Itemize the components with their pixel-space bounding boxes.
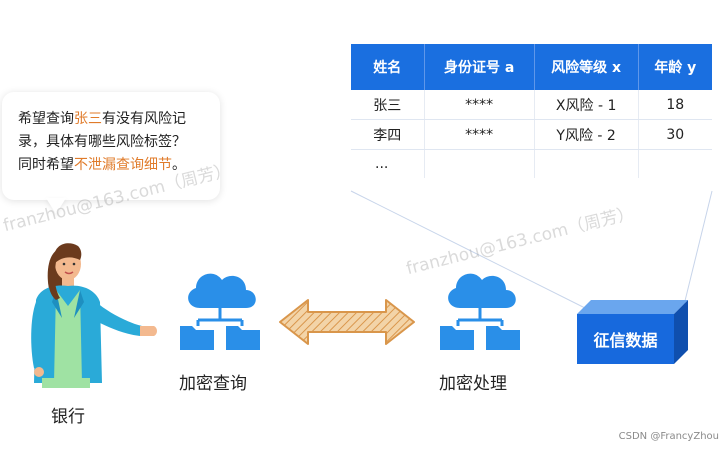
bubble-text: 希望查询 [18, 111, 74, 127]
table-row-more: ... [351, 149, 712, 178]
cloud-folder-icon [440, 273, 520, 350]
bubble-text: 。 [172, 157, 186, 173]
table-row: 李四 **** Y风险 - 2 30 [351, 119, 712, 150]
cell-risk: Y风险 - 2 [533, 119, 639, 150]
speech-bubble-tail [46, 198, 66, 214]
cell-id: **** [423, 119, 535, 150]
bubble-text: 同时希望 [18, 157, 74, 173]
header-id: 身份证号 a [423, 44, 535, 90]
cube-icon [577, 300, 688, 364]
source-caption: CSDN @FrancyZhou [618, 431, 719, 442]
cell-ellipsis: ... [375, 156, 389, 172]
person-icon [31, 243, 157, 388]
bubble-highlight-name: 张三 [74, 111, 102, 127]
cell-risk: X风险 - 1 [533, 90, 639, 120]
credit-data-box: 征信数据 [577, 314, 674, 364]
header-risk: 风险等级 x [533, 44, 639, 90]
table-header-row: 姓名 身份证号 a 风险等级 x 年龄 y [351, 44, 712, 90]
encrypted-processing-label: 加密处理 [439, 374, 507, 394]
bubble-text: 有没有风险记 [102, 111, 186, 127]
cell-age: 18 [637, 90, 712, 120]
speech-bubble: 希望查询张三有没有风险记 录，具体有哪些风险标签？ 同时希望不泄漏查询细节。 [2, 92, 220, 200]
bubble-line-3: 同时希望不泄漏查询细节。 [18, 154, 206, 177]
bubble-line-1: 希望查询张三有没有风险记 [18, 108, 206, 131]
bank-label: 银行 [51, 407, 85, 427]
cell-name: 张三 [351, 90, 425, 120]
bubble-line-2: 录，具体有哪些风险标签？ [18, 134, 186, 150]
cell-id: **** [423, 90, 535, 120]
table-row: 张三 **** X风险 - 1 18 [351, 90, 712, 120]
cell-age: 30 [637, 119, 712, 150]
cell-name: 李四 [351, 119, 425, 150]
header-name: 姓名 [351, 44, 425, 90]
cloud-folder-icon [180, 273, 260, 350]
credit-data-table: 姓名 身份证号 a 风险等级 x 年龄 y 张三 **** X风险 - 1 18… [351, 44, 712, 178]
double-arrow-icon [279, 299, 415, 345]
header-age: 年龄 y [637, 44, 712, 90]
encrypted-query-label: 加密查询 [179, 374, 247, 394]
bubble-highlight-privacy: 不泄漏查询细节 [74, 157, 172, 173]
